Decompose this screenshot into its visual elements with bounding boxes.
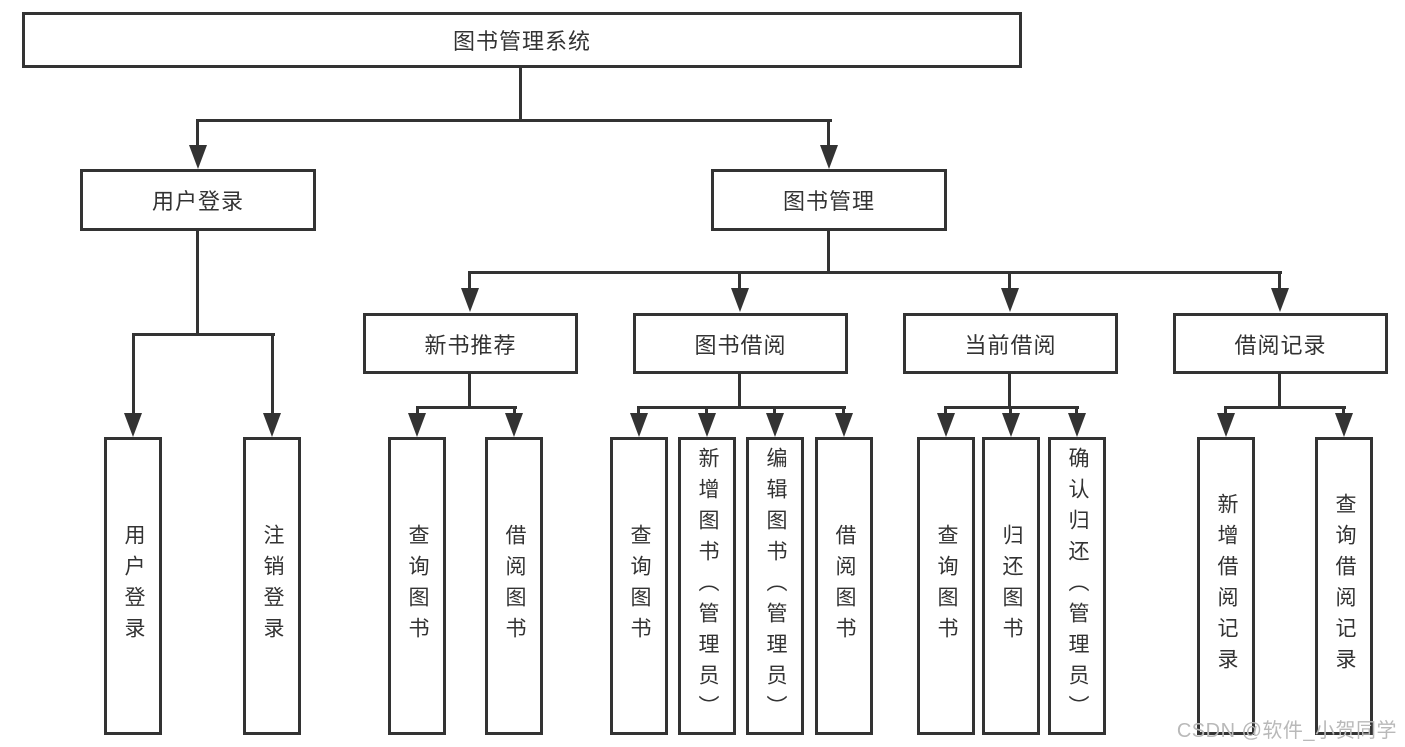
leaf-edit-book-admin: 编辑图书（管理员） [746,437,804,735]
connector-userlogin-rail [132,333,275,336]
connector-root-drop-left [196,119,199,147]
leaf-query-books-current: 查询图书 [917,437,975,735]
arrow-down-icon [820,145,838,169]
leaf-query-books-current-label: 查询图书 [935,524,959,648]
leaf-user-login: 用户登录 [104,437,162,735]
node-new-book-recommendation: 新书推荐 [363,313,578,374]
arrow-down-icon [189,145,207,169]
leaf-borrow-books-recommend: 借阅图书 [485,437,543,735]
csdn-watermark: CSDN @软件_小贺同学 [1176,720,1397,742]
arrow-down-icon [731,288,749,312]
leaf-query-books-recommend: 查询图书 [388,437,446,735]
leaf-borrow-books-borrowing: 借阅图书 [815,437,873,735]
leaf-borrow-books-recommend-label: 借阅图书 [503,524,527,648]
node-current-borrowing: 当前借阅 [903,313,1118,374]
arrow-down-icon [1217,413,1235,437]
arrow-down-icon [1335,413,1353,437]
connector-bookmgmt-drop-1 [468,271,471,290]
node-book-management: 图书管理 [711,169,947,231]
connector-recommend-drop-2 [513,406,516,416]
connector-borrowing-drop-3 [773,406,776,416]
node-book-borrowing-label: 图书借阅 [694,332,787,358]
node-user-login: 用户登录 [80,169,316,231]
connector-userlogin-drop-1 [132,333,135,415]
arrow-down-icon [263,413,281,437]
leaf-query-borrow-record-label: 查询借阅记录 [1333,493,1357,679]
arrow-down-icon [766,413,784,437]
arrow-down-icon [630,413,648,437]
leaf-add-book-admin: 新增图书（管理员） [678,437,736,735]
leaf-borrow-books-borrowing-label: 借阅图书 [833,524,857,648]
leaf-query-books-borrowing-label: 查询图书 [628,524,652,648]
connector-root-rail [196,119,832,122]
leaf-add-borrow-record-label: 新增借阅记录 [1215,493,1239,679]
node-book-management-label: 图书管理 [782,189,875,214]
arrow-down-icon [408,413,426,437]
connector-bookmgmt-drop-2 [738,271,741,290]
node-root-label: 图书管理系统 [452,29,591,54]
leaf-edit-book-admin-label: 编辑图书（管理员） [764,446,788,726]
connector-root-drop-right [827,119,830,147]
arrow-down-icon [835,413,853,437]
connector-bookmgmt-stem [827,231,830,273]
leaf-return-books: 归还图书 [982,437,1040,735]
connector-recommend-rail [416,406,517,409]
connector-recommend-stem [468,374,471,409]
connector-userlogin-drop-2 [271,333,274,415]
leaf-logout-label: 注销登录 [261,524,285,648]
connector-recommend-drop-1 [416,406,419,416]
connector-records-rail [1224,406,1346,409]
node-borrowing-records: 借阅记录 [1173,313,1388,374]
arrow-down-icon [461,288,479,312]
node-borrowing-records-label: 借阅记录 [1234,332,1327,358]
arrow-down-icon [1001,288,1019,312]
node-new-book-recommendation-label: 新书推荐 [424,332,517,358]
connector-records-drop-1 [1224,406,1227,416]
connector-borrowing-drop-4 [842,406,845,416]
leaf-logout: 注销登录 [243,437,301,735]
leaf-add-borrow-record: 新增借阅记录 [1197,437,1255,735]
connector-borrowing-drop-2 [705,406,708,416]
arrow-down-icon [1068,413,1086,437]
connector-borrowing-drop-1 [637,406,640,416]
connector-records-stem [1278,374,1281,409]
leaf-query-books-borrowing: 查询图书 [610,437,668,735]
arrow-down-icon [124,413,142,437]
connector-borrowing-rail [637,406,846,409]
leaf-query-books-recommend-label: 查询图书 [406,524,430,648]
leaf-return-books-label: 归还图书 [1000,524,1024,648]
connector-current-drop-2 [1009,406,1012,416]
connector-current-drop-1 [944,406,947,416]
connector-bookmgmt-rail [468,271,1282,274]
node-book-borrowing: 图书借阅 [633,313,848,374]
connector-bookmgmt-drop-3 [1008,271,1011,290]
connector-bookmgmt-drop-4 [1278,271,1281,290]
leaf-query-borrow-record: 查询借阅记录 [1315,437,1373,735]
arrow-down-icon [1271,288,1289,312]
connector-root-stem [519,68,522,121]
leaf-user-login-label: 用户登录 [122,524,146,648]
arrow-down-icon [1002,413,1020,437]
leaf-add-book-admin-label: 新增图书（管理员） [696,446,720,726]
connector-borrowing-stem [738,374,741,409]
leaf-confirm-return-admin: 确认归还（管理员） [1048,437,1106,735]
node-user-login-label: 用户登录 [151,189,244,214]
connector-records-drop-2 [1342,406,1345,416]
leaf-confirm-return-admin-label: 确认归还（管理员） [1066,446,1090,726]
node-current-borrowing-label: 当前借阅 [964,332,1057,358]
arrow-down-icon [698,413,716,437]
connector-userlogin-stem [196,231,199,335]
connector-current-drop-3 [1075,406,1078,416]
connector-current-stem [1008,374,1011,409]
node-root: 图书管理系统 [22,12,1022,68]
arrow-down-icon [505,413,523,437]
arrow-down-icon [937,413,955,437]
